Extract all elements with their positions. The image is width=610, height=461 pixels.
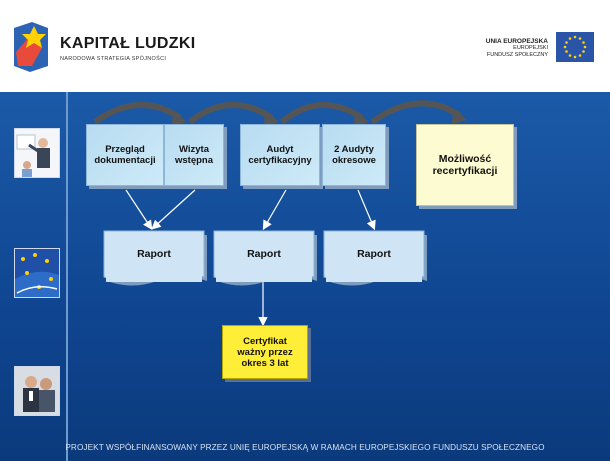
- certificate-box: Certyfikat ważny przez okres 3 lat: [222, 325, 308, 379]
- report-box: Raport: [216, 232, 312, 282]
- eu-stars-photo: [14, 248, 60, 298]
- brand-title: KAPITAŁ LUDZKI: [60, 35, 196, 52]
- eu-line3: FUNDUSZ SPOŁECZNY: [486, 52, 548, 58]
- certificate-line: ważny przez: [237, 346, 293, 358]
- step-line: okresowe: [332, 155, 376, 166]
- eu-line2: EUROPEJSKI: [513, 45, 548, 51]
- business-people-photo: [14, 366, 60, 416]
- eu-flag-icon: [556, 32, 594, 62]
- step-line: Przegląd: [105, 144, 145, 155]
- report-connectors: [125, 189, 376, 327]
- step-line: Wizyta: [178, 144, 209, 155]
- step-line: dokumentacji: [94, 155, 156, 166]
- step-line: Możliwość: [438, 153, 492, 165]
- certificate-line: Certyfikat: [243, 335, 287, 347]
- step-line: certyfikacyjny: [248, 155, 312, 166]
- report-box: Raport: [106, 232, 202, 282]
- step-line: recertyfikacji: [432, 165, 498, 177]
- presenter-photo: [14, 128, 60, 178]
- step-line: wstępna: [174, 155, 213, 166]
- curved-flow-arrows: [93, 100, 462, 125]
- divider-line: [66, 92, 68, 461]
- step-line: Audyt: [266, 144, 294, 155]
- eu-label: UNIA EUROPEJSKA EUROPEJSKI FUNDUSZ SPOŁE…: [486, 38, 548, 59]
- kapital-ludzki-logo-icon: [12, 22, 52, 72]
- certificate-line: okres 3 lat: [241, 357, 289, 369]
- brand-subtitle: NARODOWA STRATEGIA SPÓJNOŚCI: [60, 56, 167, 62]
- report-box: Raport: [326, 232, 422, 282]
- eu-title: UNIA EUROPEJSKA: [485, 38, 548, 45]
- header: KAPITAŁ LUDZKI NARODOWA STRATEGIA SPÓJNO…: [0, 0, 610, 92]
- step-line: 2 Audyty: [334, 144, 374, 155]
- curved-arrow-heads: [172, 108, 467, 126]
- footer-text: PROJEKT WSPÓŁFINANSOWANY PRZEZ UNIĘ EURO…: [65, 443, 545, 452]
